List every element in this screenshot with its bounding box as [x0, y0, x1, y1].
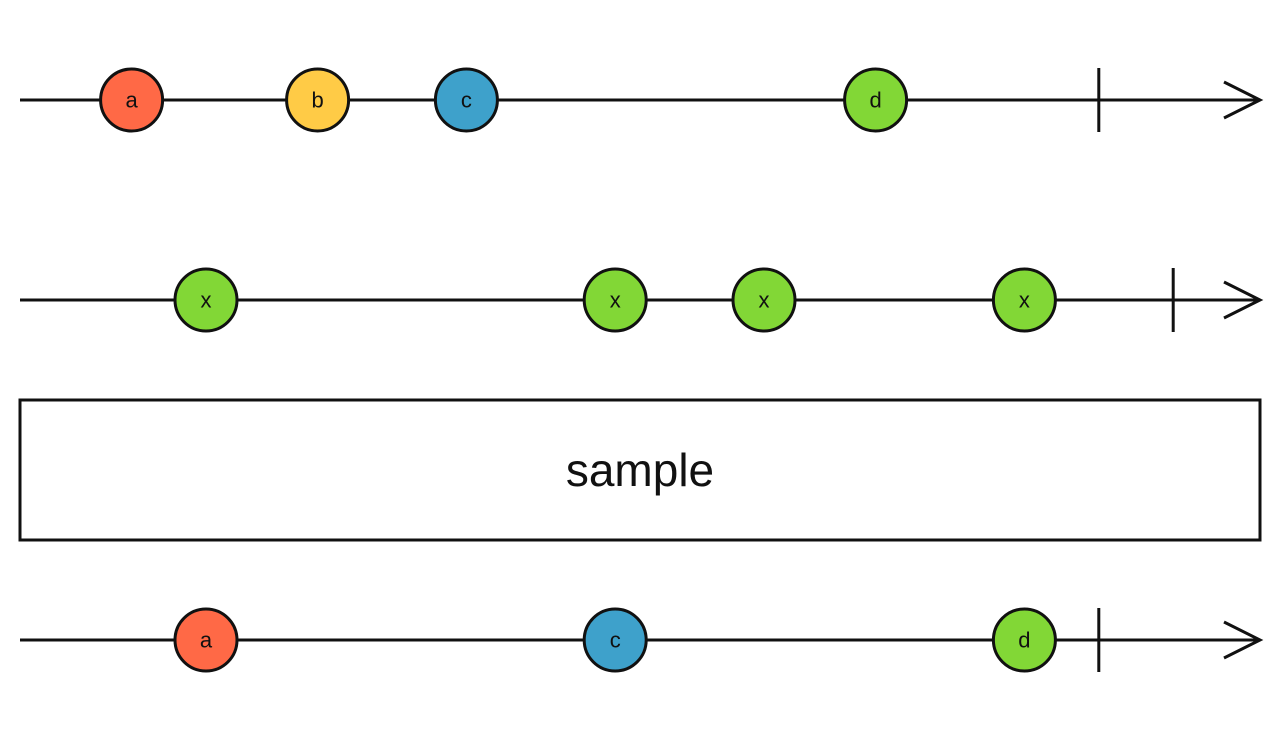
marble-x: x	[173, 267, 239, 333]
marble-label: a	[200, 628, 213, 653]
arrow-head-icon	[1223, 280, 1264, 320]
marble-circle	[582, 607, 648, 673]
marble-circle	[99, 67, 165, 133]
source-timeline: a b c d	[20, 67, 1264, 133]
marble-circle	[173, 607, 239, 673]
marble-b: b	[285, 67, 351, 133]
marble-circle	[991, 607, 1057, 673]
marble-d: d	[843, 67, 909, 133]
arrow-head-icon	[1223, 80, 1264, 120]
marble-a: a	[173, 607, 239, 673]
marble-x: x	[731, 267, 797, 333]
marble-label: x	[1019, 288, 1030, 313]
arrow-head-icon	[1223, 620, 1264, 660]
marble-label: c	[610, 628, 621, 653]
marble-circle	[843, 67, 909, 133]
marble-label: x	[610, 288, 621, 313]
marble-c: c	[433, 67, 499, 133]
marble-d: d	[991, 607, 1057, 673]
marble-circle	[582, 267, 648, 333]
marble-label: x	[201, 288, 212, 313]
marble-x: x	[582, 267, 648, 333]
marble-label: b	[311, 88, 323, 113]
marble-a: a	[99, 67, 165, 133]
marble-label: x	[759, 288, 770, 313]
marble-circle	[991, 267, 1057, 333]
marble-label: d	[869, 88, 881, 113]
operator-box-frame	[18, 398, 1262, 542]
marble-circle	[731, 267, 797, 333]
marble-label: c	[461, 88, 472, 113]
marble-circle	[285, 67, 351, 133]
marble-circle	[173, 267, 239, 333]
marble-circle	[433, 67, 499, 133]
marble-label: a	[125, 88, 138, 113]
operator-label: sample	[566, 444, 714, 496]
marble-label: d	[1018, 628, 1030, 653]
marble-c: c	[582, 607, 648, 673]
marble-x: x	[991, 267, 1057, 333]
operator-box: sample	[18, 398, 1262, 542]
